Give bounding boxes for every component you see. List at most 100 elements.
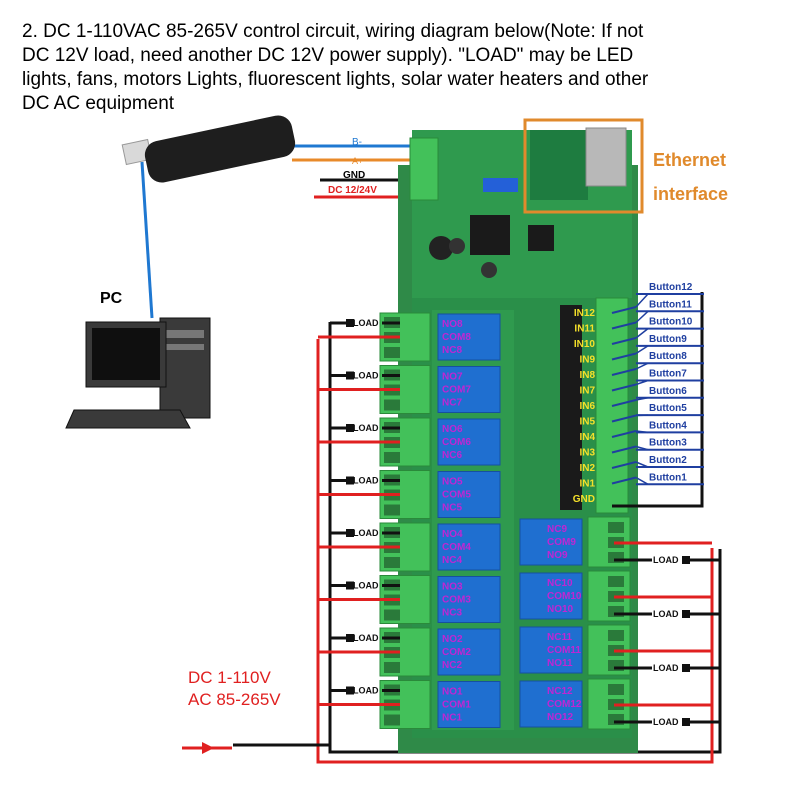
- terminal-screw: [384, 399, 400, 411]
- usb-to-pc-cable: [140, 161, 154, 319]
- input-label: IN12: [574, 308, 596, 319]
- heading-line: 2. DC 1-110VAC 85-265V control circuit, …: [22, 21, 644, 42]
- button-link: [635, 310, 649, 324]
- button-link: [635, 476, 649, 485]
- button-lever: [611, 445, 637, 454]
- ethernet-label-line1: Ethernet: [653, 150, 726, 170]
- power-input-arrow: [202, 742, 214, 754]
- button-label: Button1: [649, 472, 687, 483]
- relay-nc-label: NC10: [547, 578, 573, 589]
- relay-no-label: NO10: [547, 604, 574, 615]
- load-terminal-dot: [346, 319, 354, 327]
- button-label: Button9: [649, 334, 687, 345]
- relay-body: [519, 626, 583, 674]
- load-label: LOAD: [353, 633, 379, 643]
- usb-rs485-adapter: [121, 115, 296, 183]
- button-lever: [611, 306, 637, 314]
- capacitor: [449, 238, 465, 254]
- terminal-screw: [384, 347, 400, 358]
- heading-line: lights, fans, motors Lights, fluorescent…: [22, 69, 649, 90]
- load-terminal-dot: [346, 634, 354, 642]
- pc-computer: [65, 317, 211, 429]
- load-label: LOAD: [353, 528, 379, 538]
- button-link: [635, 445, 649, 451]
- relay-com-label: COM1: [442, 700, 471, 711]
- button-lever: [611, 368, 637, 376]
- relay-no-label: NO1: [442, 687, 463, 698]
- bus-label-gnd: GND: [343, 170, 365, 181]
- load-label: LOAD: [353, 686, 379, 696]
- relay-nc-label: NC7: [442, 398, 462, 409]
- relay-com-label: COM5: [442, 490, 471, 501]
- load-label: LOAD: [353, 476, 379, 486]
- input-label: IN7: [579, 386, 595, 397]
- button-link: [635, 345, 649, 355]
- load-terminal-dot: [682, 718, 690, 726]
- terminal-screw: [608, 660, 624, 671]
- input-labels: IN12IN11IN10IN9IN8IN7IN6IN5IN4IN3IN2IN1G…: [573, 308, 596, 505]
- relay-nc-label: NC8: [442, 345, 462, 356]
- power-label-line1: DC 1-110V: [188, 668, 271, 687]
- capacitor: [481, 262, 497, 278]
- relay-body: [437, 681, 501, 728]
- terminal-screw: [608, 522, 624, 533]
- button-label: Button2: [649, 455, 687, 466]
- load-label: LOAD: [353, 371, 379, 381]
- button-lever: [611, 414, 637, 423]
- relay-com-label: COM8: [442, 332, 471, 343]
- terminal-screw: [384, 557, 400, 568]
- relay-nc-label: NC5: [442, 503, 462, 514]
- relay-body: [437, 628, 501, 676]
- input-label: IN1: [579, 479, 595, 490]
- left-relays: NO8COM8NC8NO7COM7NC7NO6COM6NC6NO5COM5NC5…: [437, 313, 501, 728]
- terminal-screw: [384, 504, 400, 516]
- pc-tower-drive: [166, 330, 204, 338]
- relay-com-label: COM9: [547, 537, 576, 548]
- load-terminal-dot: [682, 610, 690, 618]
- relay-nc-label: NC4: [442, 555, 462, 566]
- terminal-screw: [384, 662, 400, 673]
- relay-body: [437, 523, 501, 571]
- button-label: Button10: [649, 317, 693, 328]
- button-label: Button11: [649, 299, 692, 310]
- relay-nc-label: NC2: [442, 660, 462, 671]
- relay-body: [437, 313, 501, 361]
- pc-label: PC: [100, 290, 123, 307]
- terminal-screw: [384, 714, 400, 726]
- button-link: [635, 379, 649, 386]
- relay-no-label: NO12: [547, 712, 574, 723]
- relay-nc-label: NC6: [442, 450, 462, 461]
- capacitor: [429, 236, 453, 260]
- load-terminal-dot: [682, 556, 690, 564]
- driver-chip: [528, 225, 554, 251]
- load-labels: LOADLOADLOADLOADLOADLOADLOADLOADLOADLOAD…: [353, 318, 679, 727]
- button-label: Button3: [649, 438, 687, 449]
- button-label: Button5: [649, 403, 687, 414]
- button-label: Button6: [649, 386, 687, 397]
- input-label: GND: [573, 494, 595, 505]
- usb-body: [144, 115, 296, 183]
- load-terminal-dot: [682, 664, 690, 672]
- relay-body: [437, 471, 501, 518]
- button-link: [635, 328, 649, 339]
- input-label: IN9: [579, 355, 595, 366]
- relay-com-label: COM4: [442, 542, 471, 553]
- input-optocoupler-strip: [560, 305, 582, 510]
- button-link: [635, 293, 649, 308]
- load-label: LOAD: [653, 663, 679, 673]
- button-lever: [611, 337, 637, 345]
- relay-no-label: NO11: [547, 658, 573, 669]
- button-label: Button8: [649, 351, 687, 362]
- load-terminal-dot: [346, 476, 354, 485]
- relay-com-label: COM12: [547, 699, 582, 710]
- heading: 2. DC 1-110VAC 85-265V control circuit, …: [22, 20, 782, 116]
- terminal-screw: [608, 606, 624, 617]
- ethernet-label-line2: interface: [653, 184, 728, 204]
- input-label: IN11: [574, 324, 595, 335]
- load-terminal-dot: [346, 686, 354, 695]
- terminal-screw: [608, 576, 624, 587]
- load-label: LOAD: [353, 581, 379, 591]
- relay-no-label: NO2: [442, 634, 463, 645]
- bus-label-b-minus: B-: [352, 137, 362, 148]
